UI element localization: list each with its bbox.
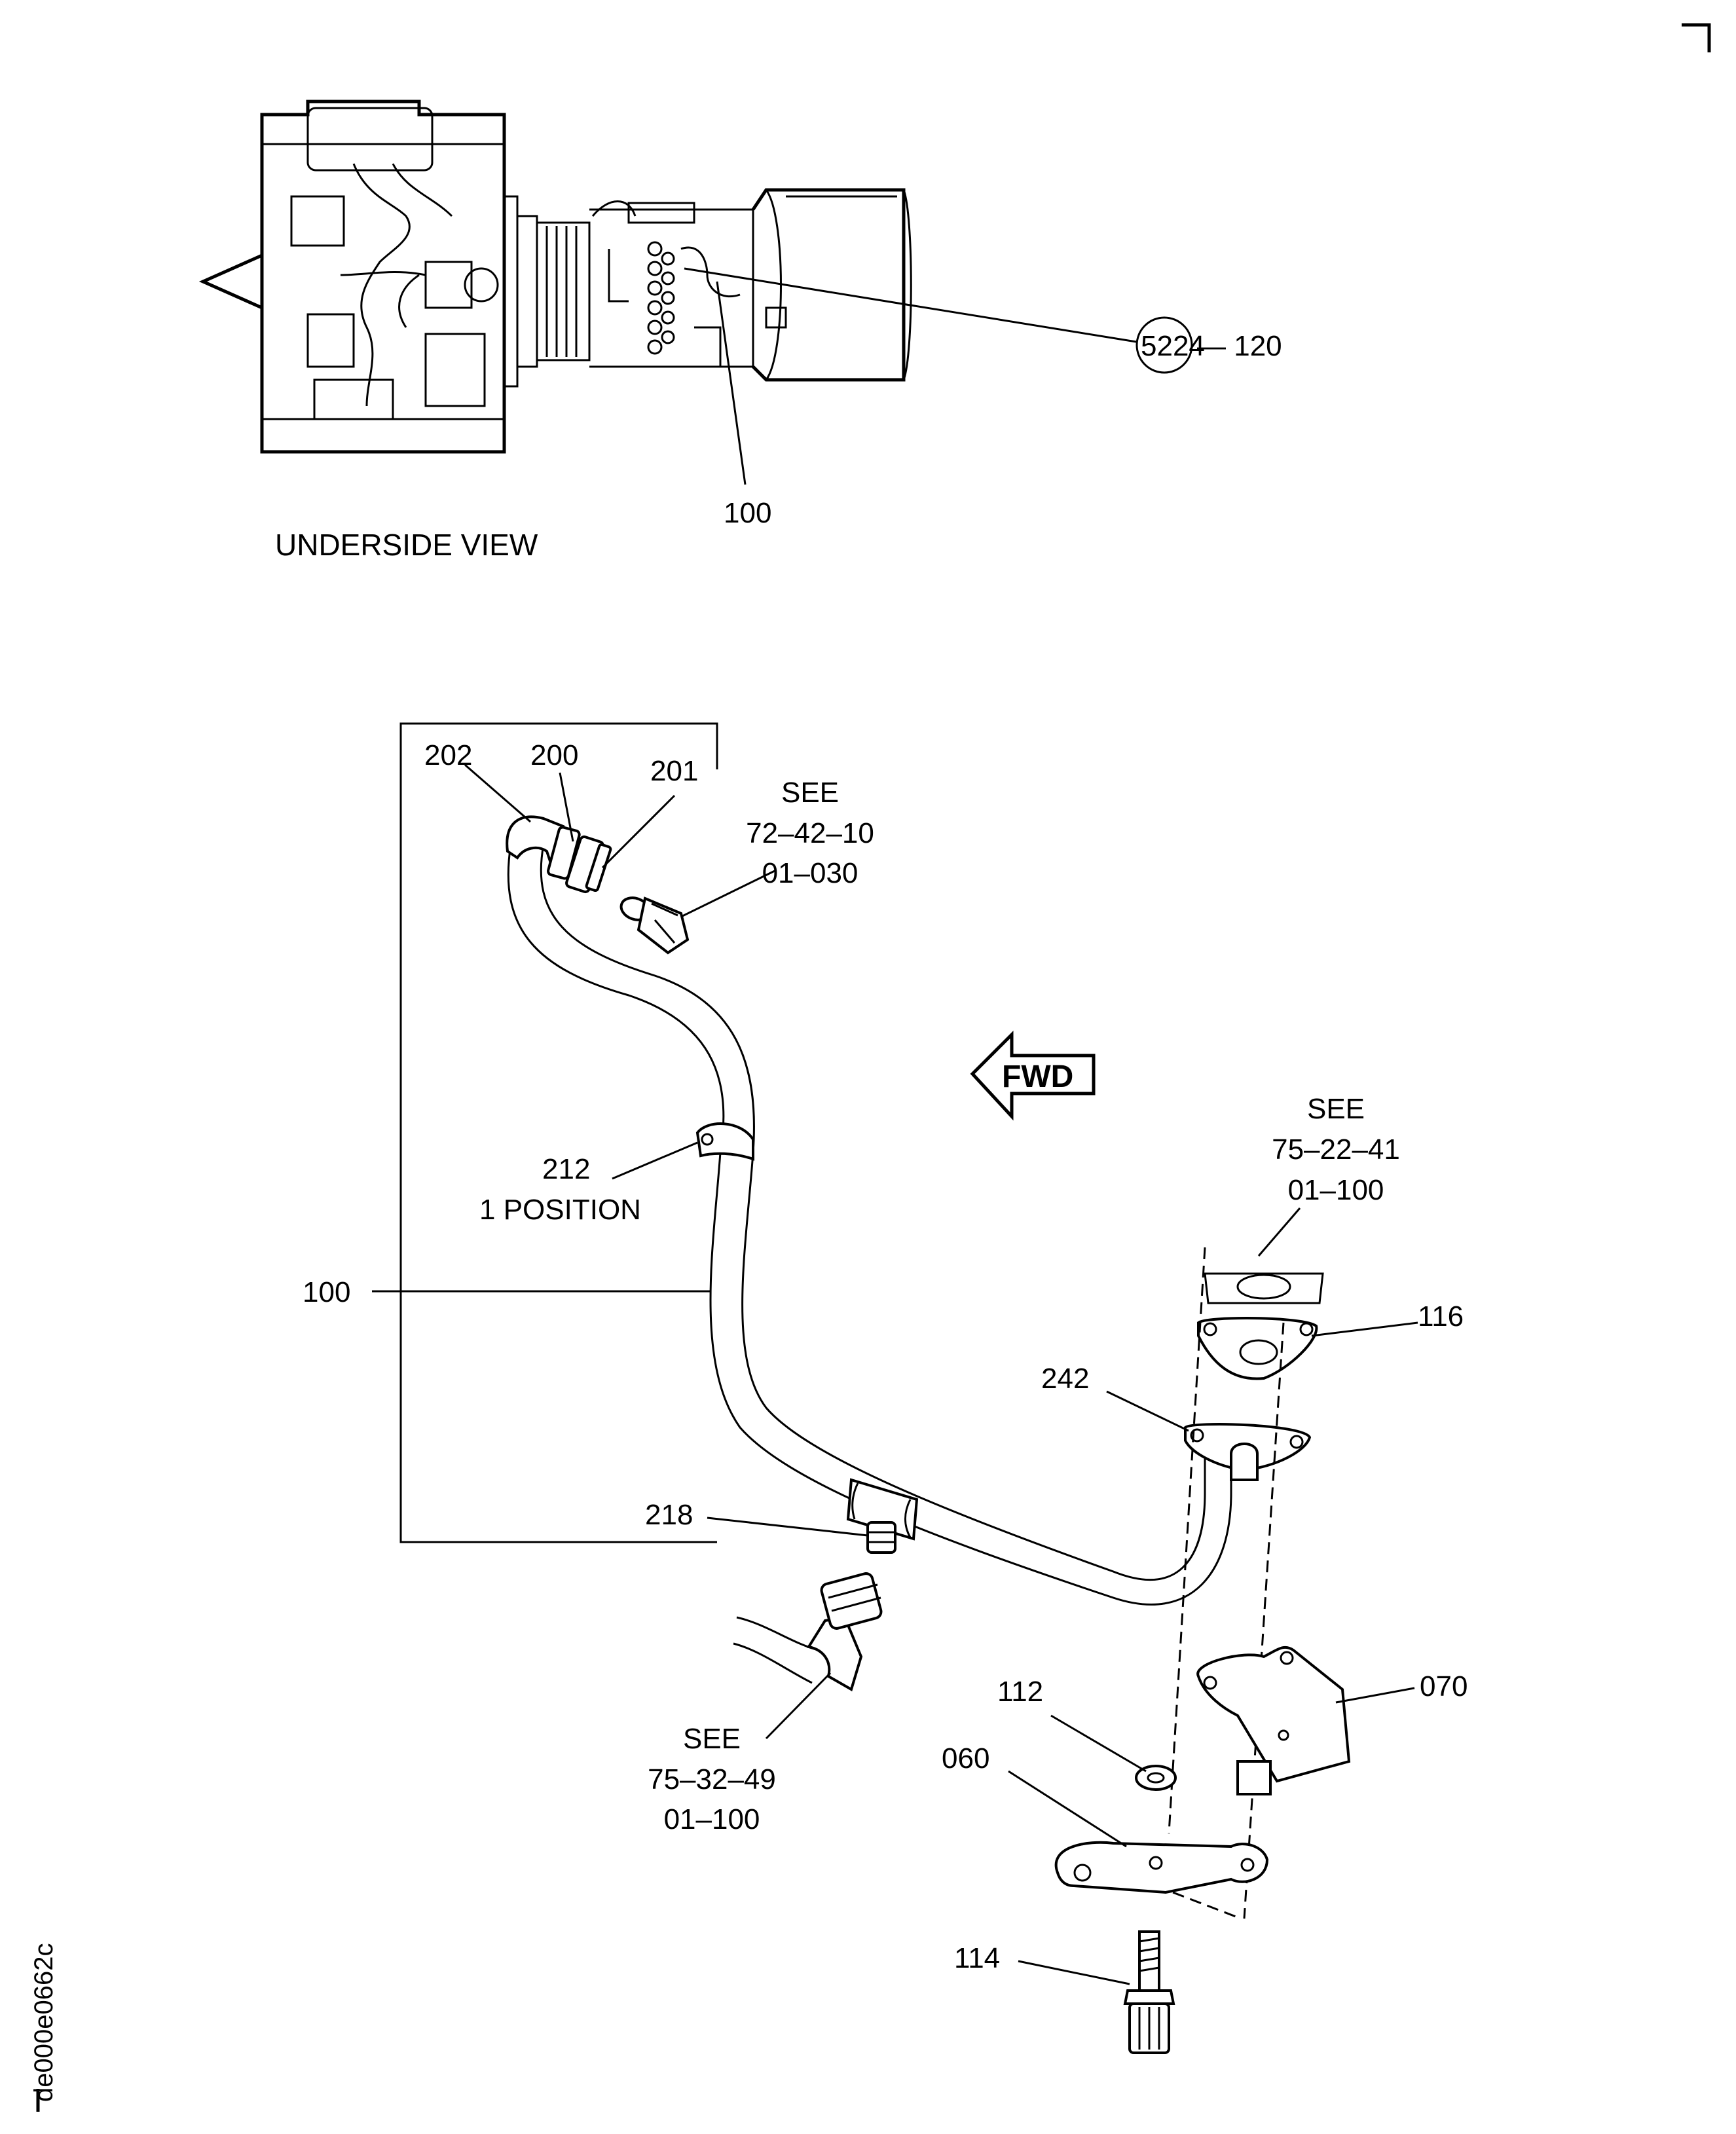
callout-100-label: 100 bbox=[303, 1276, 350, 1308]
centerline-right bbox=[1243, 1322, 1285, 1919]
callout-116: 116 bbox=[1311, 1300, 1464, 1337]
callout-5224-120: 5224 — 120 bbox=[684, 267, 1282, 374]
callout-112: 112 bbox=[997, 1676, 1147, 1773]
see-note-c-line2: 75–32–49 bbox=[648, 1763, 776, 1795]
callout-114-label: 114 bbox=[954, 1942, 1000, 1974]
callout-top-100-label: 100 bbox=[724, 497, 771, 529]
callout-070-label: 070 bbox=[1420, 1670, 1468, 1702]
callout-212: 212 1 POSITION bbox=[479, 1141, 698, 1226]
see-note-b-line3: 01–100 bbox=[1288, 1174, 1384, 1206]
assembly-100-bracket bbox=[399, 722, 718, 1543]
callout-201: 201 bbox=[601, 755, 698, 869]
see-note-c-line3: 01–100 bbox=[664, 1803, 760, 1835]
tee-fitting bbox=[846, 1478, 919, 1554]
drain-tube bbox=[507, 844, 1232, 1606]
union-fitting bbox=[619, 896, 690, 955]
clamp-212 bbox=[695, 1122, 754, 1161]
callout-5224-label: 5224 bbox=[1141, 330, 1205, 362]
bracket-070 bbox=[1196, 1646, 1351, 1795]
figure-code: de000e0662c bbox=[29, 1943, 58, 2102]
see-note-b-line1: SEE bbox=[1307, 1093, 1365, 1125]
callout-060: 060 bbox=[942, 1742, 1127, 1848]
bolt-114 bbox=[1123, 1930, 1175, 2054]
callout-100: 100 bbox=[303, 1276, 711, 1308]
washer-112 bbox=[1135, 1765, 1177, 1791]
see-note-a-line3: 01–030 bbox=[762, 857, 859, 889]
callout-218-label: 218 bbox=[645, 1499, 693, 1531]
gasket-flange-upper bbox=[1204, 1272, 1324, 1304]
callout-242: 242 bbox=[1041, 1363, 1189, 1432]
see-note-75-22-41: SEE 75–22–41 01–100 bbox=[1257, 1093, 1400, 1257]
callout-218: 218 bbox=[645, 1499, 868, 1537]
callout-242-label: 242 bbox=[1041, 1363, 1089, 1395]
callout-202-label: 202 bbox=[424, 739, 472, 771]
see-note-a-line1: SEE bbox=[781, 777, 839, 809]
callout-200: 200 bbox=[530, 739, 578, 842]
centerline-left bbox=[1168, 1247, 1206, 1834]
see-note-a-line2: 72–42–10 bbox=[746, 817, 874, 849]
connecting-tube bbox=[733, 1572, 883, 1691]
see-note-75-32-49: SEE 75–32–49 01–100 bbox=[648, 1672, 832, 1835]
see-note-b-line2: 75–22–41 bbox=[1272, 1133, 1400, 1166]
callout-120-label: — 120 bbox=[1197, 330, 1282, 362]
flange-116 bbox=[1197, 1317, 1318, 1380]
flange-242 bbox=[1184, 1423, 1312, 1481]
callout-116-label: 116 bbox=[1418, 1300, 1464, 1333]
coupling-nut-200-201 bbox=[565, 835, 612, 894]
callout-060-label: 060 bbox=[942, 1742, 989, 1775]
callout-070: 070 bbox=[1335, 1670, 1468, 1704]
corner-mark-top-right bbox=[1682, 23, 1711, 52]
bracket-060 bbox=[1054, 1841, 1269, 1894]
callout-201-label: 201 bbox=[650, 755, 698, 787]
engine-underside-view bbox=[198, 100, 912, 454]
callout-112-label: 112 bbox=[997, 1676, 1043, 1708]
underside-view-title: UNDERSIDE VIEW bbox=[275, 528, 538, 562]
callout-200-label: 200 bbox=[530, 739, 578, 771]
fwd-arrow: FWD bbox=[970, 1030, 1096, 1121]
see-note-72-42-10: SEE 72–42–10 01–030 bbox=[680, 777, 874, 918]
callout-202: 202 bbox=[424, 739, 531, 823]
see-note-c-line1: SEE bbox=[683, 1723, 741, 1755]
fwd-label: FWD bbox=[1002, 1059, 1073, 1094]
callout-top-100: 100 bbox=[716, 281, 771, 529]
callout-114: 114 bbox=[954, 1942, 1130, 1985]
position-label: 1 POSITION bbox=[479, 1194, 641, 1226]
callout-212-label: 212 bbox=[542, 1153, 590, 1185]
centerline-bottom bbox=[1155, 1885, 1242, 1920]
